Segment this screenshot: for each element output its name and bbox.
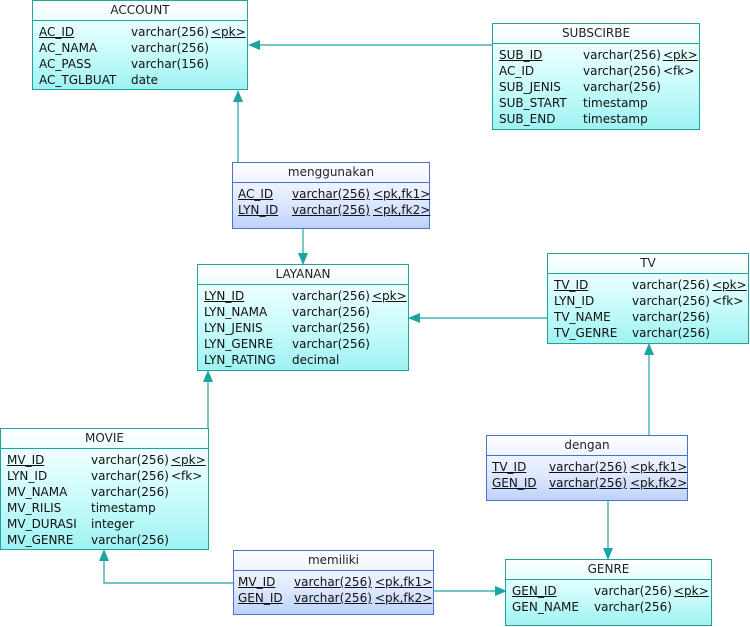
attr-type: varchar(256) (583, 48, 661, 62)
entity-tv[interactable]: TV TV_ID varchar(256) <pk> LYN_ID varcha… (547, 253, 749, 344)
attr-type: varchar(256) (131, 41, 209, 55)
attr-type: varchar(256) (632, 278, 710, 292)
attr-type: varchar(256) (294, 575, 372, 589)
entity-title: ACCOUNT (33, 1, 247, 21)
attr-name: TV_ID (554, 278, 589, 292)
entity-account[interactable]: ACCOUNT AC_ID varchar(256) <pk> AC_NAMA … (32, 0, 248, 90)
attr-name: TV_NAME (554, 310, 611, 324)
attr-name: SUB_JENIS (499, 80, 561, 94)
attr-type: varchar(256) (292, 187, 370, 201)
attr-key: <pk,fk2> (375, 591, 433, 605)
attr-name: LYN_GENRE (204, 337, 274, 351)
attr-type: decimal (292, 353, 340, 367)
attr-name: LYN_NAMA (204, 305, 268, 319)
attr-key: <pk,fk2> (373, 203, 431, 217)
entity-subscribe[interactable]: SUBSCIRBE SUB_ID varchar(256) <pk> AC_ID… (492, 23, 700, 130)
attr-name: GEN_NAME (512, 600, 579, 614)
attr-name: MV_NAMA (7, 485, 68, 499)
attr-type: timestamp (91, 501, 156, 515)
attr-key: <pk> (211, 25, 246, 39)
attr-type: varchar(256) (91, 453, 169, 467)
attr-name: AC_PASS (39, 57, 92, 71)
attr-name: TV_GENRE (554, 326, 618, 340)
attr-name: LYN_ID (238, 203, 279, 217)
attr-type: varchar(256) (292, 337, 370, 351)
attr-type: varchar(256) (549, 476, 627, 490)
attr-key: <pk> (171, 453, 206, 467)
entity-title: LAYANAN (198, 265, 408, 285)
attr-name: AC_ID (499, 64, 535, 78)
attr-type: varchar(256) (294, 591, 372, 605)
attr-type: varchar(256) (594, 600, 672, 614)
entity-memiliki[interactable]: memiliki MV_ID varchar(256) <pk,fk1> GEN… (233, 550, 434, 615)
attr-name: MV_ID (7, 453, 45, 467)
attr-type: varchar(256) (632, 310, 710, 324)
attr-name: MV_DURASI (7, 517, 77, 531)
attr-key: <pk> (674, 584, 709, 598)
attr-name: AC_ID (238, 187, 274, 201)
attr-type: varchar(256) (632, 326, 710, 340)
attr-name: AC_ID (39, 25, 75, 39)
attr-name: MV_ID (238, 575, 276, 589)
attr-type: varchar(256) (292, 321, 370, 335)
entity-genre[interactable]: GENRE GEN_ID varchar(256) <pk> GEN_NAME … (505, 559, 712, 626)
attr-key: <pk> (663, 48, 698, 62)
attr-name: SUB_START (499, 96, 567, 110)
attr-type: timestamp (583, 96, 648, 110)
attr-type: varchar(256) (91, 469, 169, 483)
attr-type: integer (91, 517, 134, 531)
attr-key: <pk,fk1> (630, 460, 688, 474)
entity-menggunakan[interactable]: menggunakan AC_ID varchar(256) <pk,fk1> … (232, 162, 430, 229)
attr-key: <pk> (372, 289, 407, 303)
entity-title: dengan (487, 436, 687, 456)
entity-title: menggunakan (233, 163, 429, 183)
entity-title: GENRE (506, 560, 711, 580)
link-memiliki-movie (99, 549, 234, 584)
attr-type: varchar(256) (292, 203, 370, 217)
attr-name: GEN_ID (492, 476, 537, 490)
attr-name: GEN_ID (238, 591, 283, 605)
attr-type: varchar(256) (549, 460, 627, 474)
attr-key: <fk> (663, 64, 695, 78)
attr-type: varchar(256) (292, 289, 370, 303)
attr-name: LYN_RATING (204, 353, 276, 367)
entity-layanan[interactable]: LAYANAN LYN_ID varchar(256) <pk> LYN_NAM… (197, 264, 409, 371)
attr-type: varchar(256) (632, 294, 710, 308)
attr-type: varchar(256) (131, 25, 209, 39)
attr-key: <fk> (712, 294, 744, 308)
attr-name: SUB_ID (499, 48, 543, 62)
attr-type: date (131, 73, 159, 87)
attr-type: varchar(256) (292, 305, 370, 319)
attr-key: <pk,fk2> (630, 476, 688, 490)
attr-name: LYN_JENIS (204, 321, 263, 335)
entity-title: memiliki (234, 551, 433, 571)
attr-type: varchar(156) (131, 57, 209, 71)
attr-key: <pk,fk1> (375, 575, 433, 589)
attr-name: SUB_END (499, 112, 556, 126)
attr-type: varchar(256) (594, 584, 672, 598)
entity-movie[interactable]: MOVIE MV_ID varchar(256) <pk> LYN_ID var… (0, 428, 209, 550)
attr-name: GEN_ID (512, 584, 557, 598)
attr-name: LYN_ID (204, 289, 245, 303)
attr-name: TV_ID (492, 460, 527, 474)
attr-type: timestamp (583, 112, 648, 126)
attr-name: AC_NAMA (39, 41, 98, 55)
attr-name: LYN_ID (7, 469, 48, 483)
entity-dengan[interactable]: dengan TV_ID varchar(256) <pk,fk1> GEN_I… (486, 435, 688, 501)
attr-name: MV_RILIS (7, 501, 62, 515)
attr-key: <pk,fk1> (373, 187, 431, 201)
attr-key: <pk> (712, 278, 747, 292)
attr-type: varchar(256) (583, 64, 661, 78)
attr-type: varchar(256) (91, 485, 169, 499)
entity-title: TV (548, 254, 748, 274)
attr-name: LYN_ID (554, 294, 595, 308)
entity-title: MOVIE (1, 429, 208, 449)
attr-name: MV_GENRE (7, 533, 74, 547)
attr-key: <fk> (171, 469, 203, 483)
entity-title: SUBSCIRBE (493, 24, 699, 44)
attr-type: varchar(256) (91, 533, 169, 547)
attr-type: varchar(256) (583, 80, 661, 94)
attr-name: AC_TGLBUAT (39, 73, 117, 87)
